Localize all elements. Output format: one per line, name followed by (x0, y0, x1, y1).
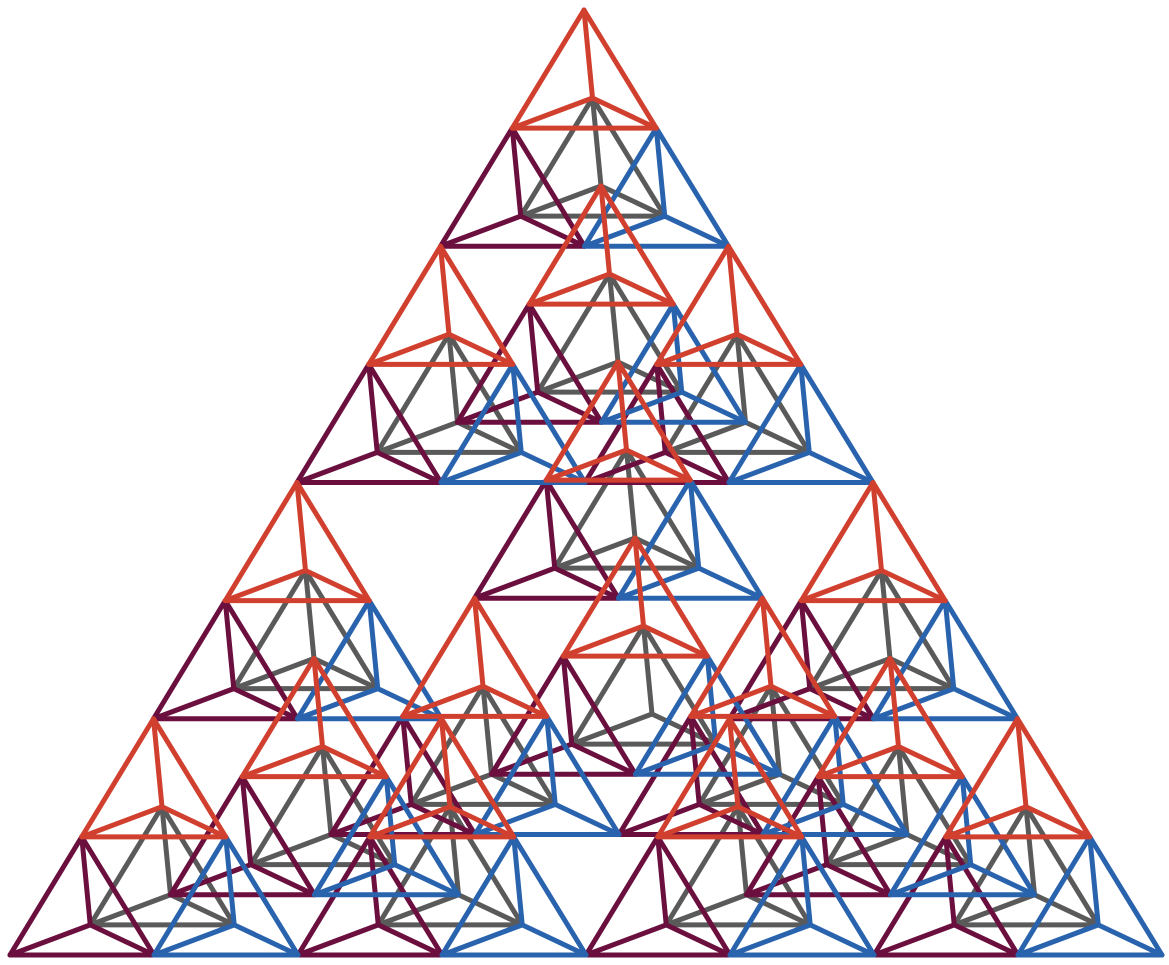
edge-0 (475, 480, 547, 598)
edge-0 (225, 483, 297, 601)
edge-0 (586, 837, 658, 955)
edge-layer (10, 10, 1162, 955)
edge-0 (512, 10, 584, 128)
edge-0 (801, 483, 873, 601)
edge-0 (10, 837, 82, 955)
edge-0 (297, 364, 369, 482)
edge-0 (441, 128, 513, 246)
edge-0 (403, 598, 475, 716)
edge-0 (154, 601, 226, 719)
edge-0 (82, 719, 154, 837)
edge-0 (369, 246, 441, 364)
